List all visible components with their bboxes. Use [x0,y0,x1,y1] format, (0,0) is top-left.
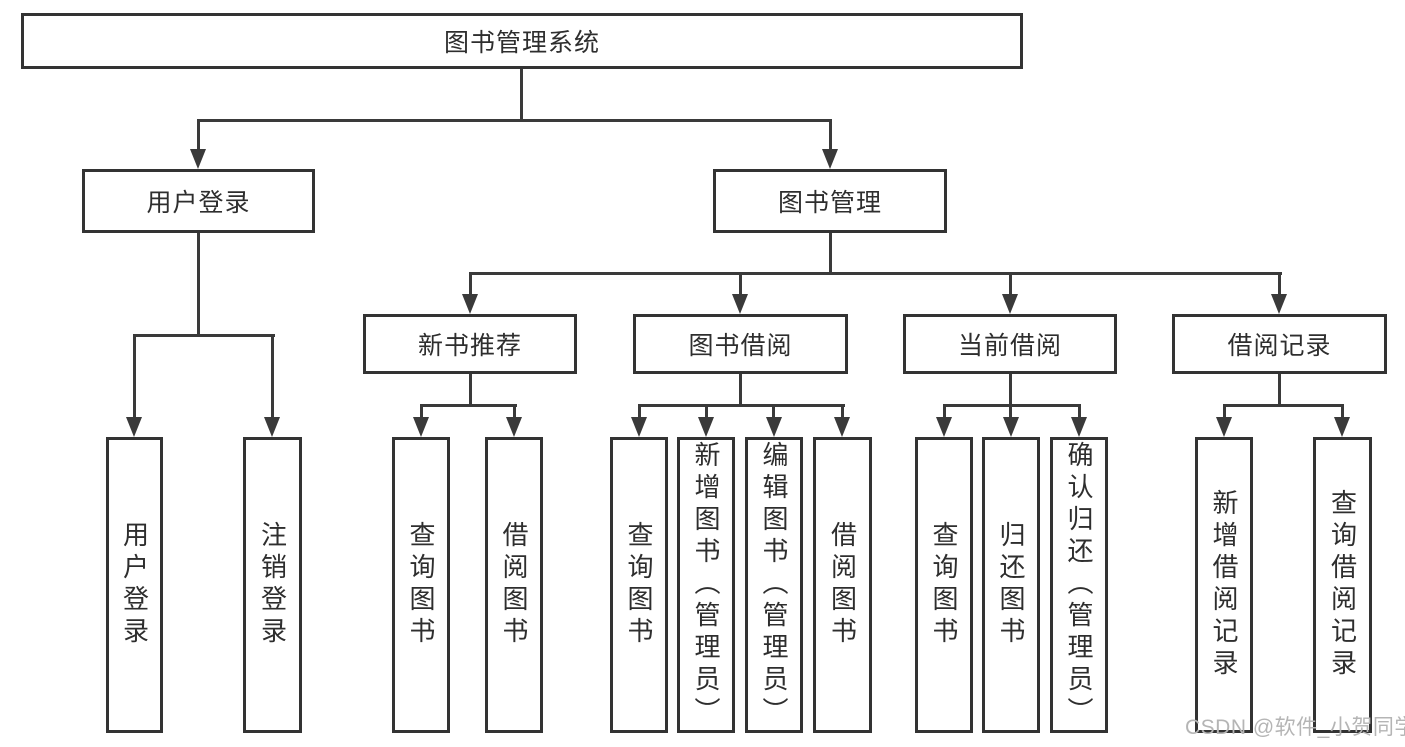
edge-to-current-borrowing [1009,272,1012,296]
leaf-add-borrow-record-label: 新增借阅记录 [1209,489,1239,681]
leaf-logout-label: 注销登录 [257,521,288,649]
edge-to-book-borrowing [739,272,742,296]
edge-newbook-crossbar [420,404,517,407]
leaf-confirm-return-admin: 确认归还（管理员） [1050,437,1108,733]
leaf-recommend-borrow-books-label: 借阅图书 [499,521,529,649]
edge-to-leaf-logout [271,334,274,419]
leaf-recommend-query-books-label: 查询图书 [406,521,436,649]
edge-root-crossbar [197,119,832,122]
arrowhead-leaf-nb-query [413,417,429,437]
leaf-return-books: 归还图书 [982,437,1040,733]
edge-to-leaf-rec-query [1341,404,1344,419]
node-current-borrowing: 当前借阅 [903,314,1117,374]
node-book-management: 图书管理 [713,169,947,233]
edge-mgmt-stem [829,233,832,275]
node-user-login-label: 用户登录 [146,189,251,217]
leaf-query-borrow-record: 查询借阅记录 [1313,437,1372,733]
leaf-confirm-return-admin-label: 确认归还（管理员） [1064,441,1094,729]
leaf-add-books-admin: 新增图书（管理员） [677,437,735,733]
arrowhead-leaf-cb-query [936,417,952,437]
node-new-book-recommendation-label: 新书推荐 [417,332,522,360]
arrowhead-new-book [462,294,478,314]
node-borrowing-records: 借阅记录 [1172,314,1387,374]
leaf-current-query-books: 查询图书 [915,437,973,733]
edge-to-user-login [197,119,200,152]
leaf-return-books-label: 归还图书 [996,521,1026,649]
arrowhead-leaf-bb-add [698,417,714,437]
node-borrowing-records-label: 借阅记录 [1227,332,1332,360]
leaf-user-login: 用户登录 [106,437,163,733]
arrowhead-leaf-rec-query [1334,417,1350,437]
edge-to-leaf-nb-query [420,404,423,419]
node-book-borrowing-label: 图书借阅 [688,332,793,360]
node-root: 图书管理系统 [21,13,1023,69]
edge-user-crossbar [133,334,275,337]
arrowhead-leaf-user-login [126,417,142,437]
arrowhead-leaf-cb-confirm [1071,417,1087,437]
edge-to-leaf-user-login [133,334,136,419]
arrowhead-leaf-nb-borrow [506,417,522,437]
leaf-add-books-admin-label: 新增图书（管理员） [691,441,721,729]
edge-borrowing-stem [739,374,742,407]
edge-newbook-stem [469,374,472,407]
node-new-book-recommendation: 新书推荐 [363,314,577,374]
node-root-label: 图书管理系统 [443,29,600,57]
edge-to-new-book [469,272,472,296]
leaf-recommend-borrow-books: 借阅图书 [485,437,543,733]
edge-current-stem [1009,374,1012,407]
edge-current-crossbar [943,404,1081,407]
leaf-current-query-books-label: 查询图书 [929,521,959,649]
leaf-add-borrow-record: 新增借阅记录 [1195,437,1253,733]
node-user-login: 用户登录 [82,169,315,233]
arrowhead-current-borrowing [1002,294,1018,314]
edge-mgmt-crossbar [469,272,1282,275]
arrowhead-leaf-bb-edit [766,417,782,437]
leaf-recommend-query-books: 查询图书 [392,437,450,733]
edge-to-leaf-nb-borrow [513,404,516,419]
edge-to-leaf-bb-edit [772,404,775,419]
edge-to-leaf-bb-borrow [841,404,844,419]
node-book-borrowing: 图书借阅 [633,314,848,374]
edge-to-leaf-rec-add [1223,404,1226,419]
edge-to-book-management [829,119,832,152]
leaf-borrowing-borrow-books-label: 借阅图书 [827,521,858,649]
node-book-management-label: 图书管理 [777,189,882,217]
leaf-query-borrow-record-label: 查询借阅记录 [1327,489,1358,681]
arrowhead-leaf-logout [264,417,280,437]
arrowhead-leaf-cb-return [1003,417,1019,437]
arrowhead-leaf-rec-add [1216,417,1232,437]
arrowhead-book-borrowing [732,294,748,314]
leaf-borrowing-query-books-label: 查询图书 [624,521,654,649]
arrowhead-book-management [822,149,838,169]
node-current-borrowing-label: 当前借阅 [957,332,1062,360]
leaf-edit-books-admin: 编辑图书（管理员） [745,437,803,733]
arrowhead-borrowing-records [1271,294,1287,314]
edge-to-leaf-cb-confirm [1078,404,1081,419]
edge-root-stem [520,69,523,120]
leaf-user-login-label: 用户登录 [119,521,150,649]
leaf-logout: 注销登录 [243,437,302,733]
leaf-borrowing-query-books: 查询图书 [610,437,668,733]
csdn-watermark: CSDN @软件_小贺同学 [1185,716,1405,739]
arrowhead-leaf-bb-query [631,417,647,437]
edge-to-leaf-cb-query [943,404,946,419]
edge-user-stem [197,233,200,335]
arrowhead-leaf-bb-borrow [834,417,850,437]
leaf-edit-books-admin-label: 编辑图书（管理员） [759,441,789,729]
edge-records-crossbar [1223,404,1344,407]
edge-to-borrowing-records [1278,272,1281,296]
arrowhead-user-login [190,149,206,169]
edge-records-stem [1278,374,1281,407]
edge-to-leaf-bb-add [705,404,708,419]
edge-to-leaf-cb-return [1009,404,1012,419]
edge-to-leaf-bb-query [638,404,641,419]
leaf-borrowing-borrow-books: 借阅图书 [813,437,872,733]
edge-borrowing-crossbar [638,404,845,407]
